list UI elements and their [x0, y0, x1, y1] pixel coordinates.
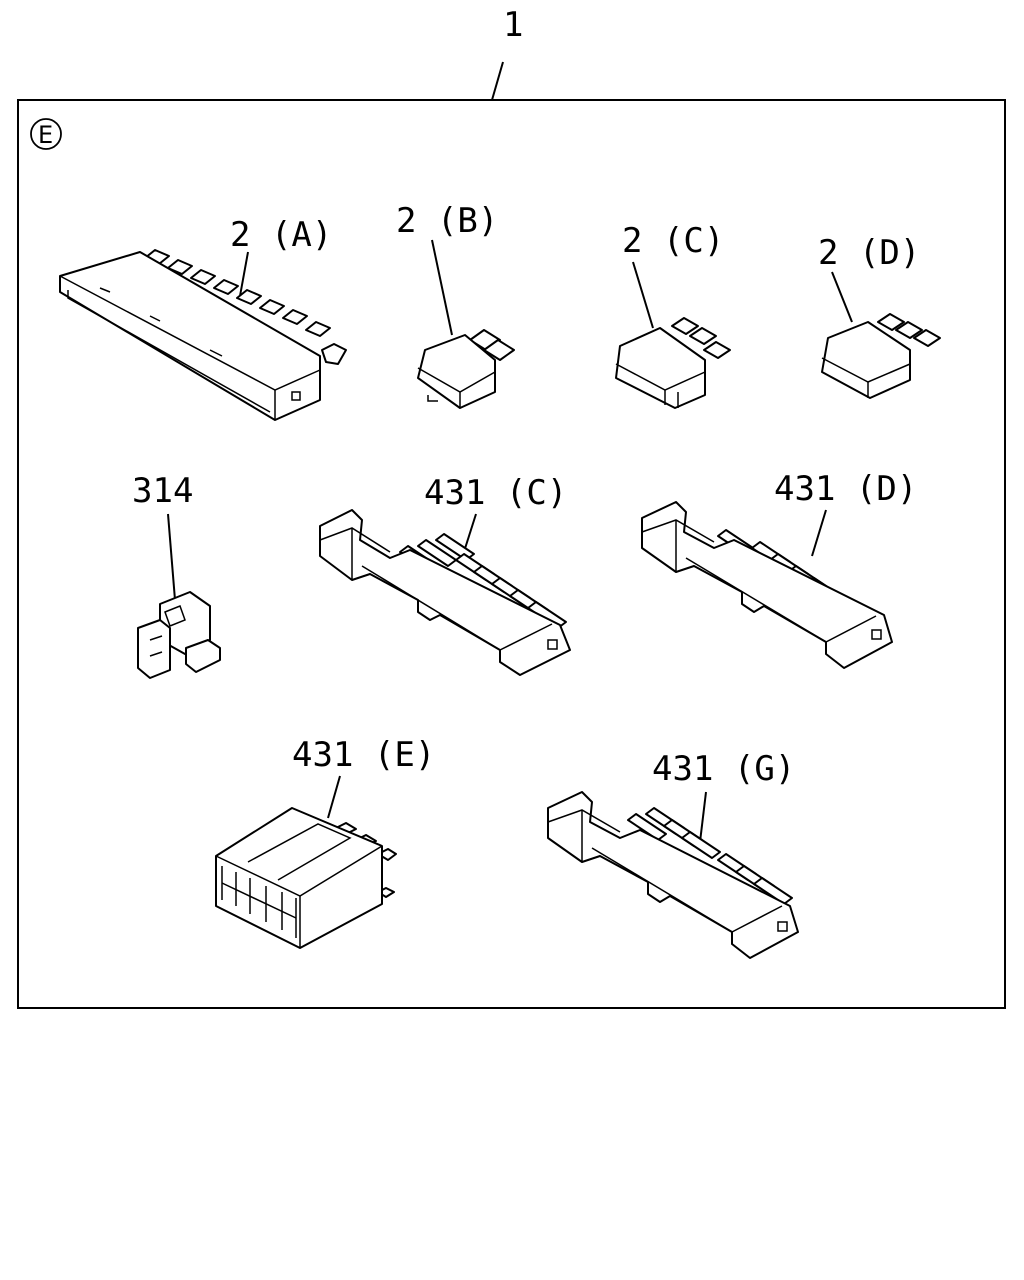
- connector-2d[interactable]: 2 (D): [818, 233, 941, 399]
- assembly-leader-line: [491, 61, 504, 101]
- part-label-431c: 431 (C): [424, 473, 567, 513]
- part-label-2a: 2 (A): [230, 215, 332, 255]
- part-label-431g: 431 (G): [652, 749, 795, 789]
- part-label-2d: 2 (D): [818, 233, 920, 273]
- view-marker: E: [30, 118, 62, 150]
- assembly-frame: [17, 99, 1006, 1009]
- assembly-number: 1: [503, 5, 523, 45]
- connector-2a[interactable]: 2 (A): [59, 215, 347, 421]
- connector-2b[interactable]: 2 (B): [396, 201, 515, 409]
- connector-431e[interactable]: 431 (E): [215, 735, 435, 949]
- part-label-2b: 2 (B): [396, 201, 498, 241]
- part-label-2c: 2 (C): [622, 221, 724, 261]
- connector-2c[interactable]: 2 (C): [615, 221, 731, 409]
- connector-431d[interactable]: 431 (D): [641, 469, 917, 669]
- connector-431c[interactable]: 431 (C): [319, 473, 571, 676]
- connector-314[interactable]: 314: [132, 471, 221, 679]
- part-label-314: 314: [132, 471, 193, 511]
- part-label-431e: 431 (E): [292, 735, 435, 775]
- view-letter: E: [38, 121, 53, 149]
- connector-431g[interactable]: 431 (G): [547, 749, 799, 959]
- part-label-431d: 431 (D): [774, 469, 917, 509]
